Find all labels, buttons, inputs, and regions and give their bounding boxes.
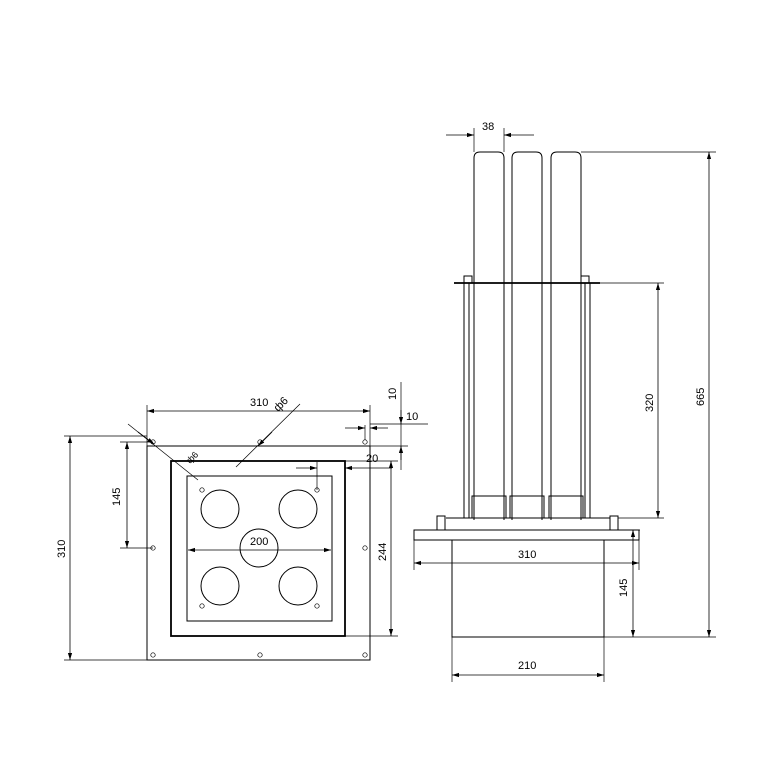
bolt-hole	[314, 603, 320, 609]
bolt-hole	[199, 603, 205, 609]
tube-opening-br	[278, 566, 318, 606]
heating-tube-1	[473, 151, 505, 520]
offset-label-a: 10	[387, 388, 399, 400]
inner-plate	[186, 475, 333, 622]
junction-box	[451, 539, 605, 638]
plate-hole	[362, 652, 368, 658]
box-height-label: 145	[618, 579, 630, 597]
flange-width-label: 310	[518, 549, 536, 561]
plan-width-label: 310	[250, 397, 268, 409]
plate-hole	[257, 652, 263, 658]
offset-label-b: 10	[406, 411, 418, 423]
tube-fitting	[509, 495, 545, 519]
bolt-hole	[199, 487, 205, 493]
flange	[413, 529, 640, 541]
flange-lip	[436, 515, 446, 530]
tube-opening-center	[239, 528, 279, 568]
tube-opening-bl	[200, 566, 240, 606]
mounting-box	[170, 460, 346, 637]
inner-height-label: 244	[377, 543, 389, 561]
tube-fitting	[548, 495, 584, 519]
heating-tube-3	[550, 151, 582, 520]
plate-hole	[362, 545, 368, 551]
nut	[580, 275, 590, 284]
plate-hole	[362, 439, 368, 445]
flange-lip	[609, 515, 619, 530]
side-view: 38 320 665 310 145 210	[413, 121, 716, 682]
hole-spacing-label: 145	[111, 488, 123, 506]
tube-opening-tr	[278, 489, 318, 529]
heating-tube-2	[511, 151, 543, 520]
tube-opening-tl	[200, 489, 240, 529]
total-height-label: 665	[695, 388, 707, 406]
plate-hole	[150, 652, 156, 658]
offset-label-c: 20	[366, 453, 378, 465]
outer-plate	[146, 445, 371, 661]
center-distance-label: 200	[250, 536, 268, 548]
tube-width-label: 38	[482, 121, 494, 133]
tube-length-label: 320	[644, 394, 656, 412]
nut	[463, 275, 473, 284]
plan-view: 310 310 145 ф6 ф6 200 244 10	[56, 382, 428, 661]
box-width-label: 210	[518, 660, 536, 672]
plan-height-label: 310	[56, 540, 68, 558]
tube-fitting	[471, 495, 507, 519]
hole-dia-label-small: ф6	[184, 450, 200, 466]
